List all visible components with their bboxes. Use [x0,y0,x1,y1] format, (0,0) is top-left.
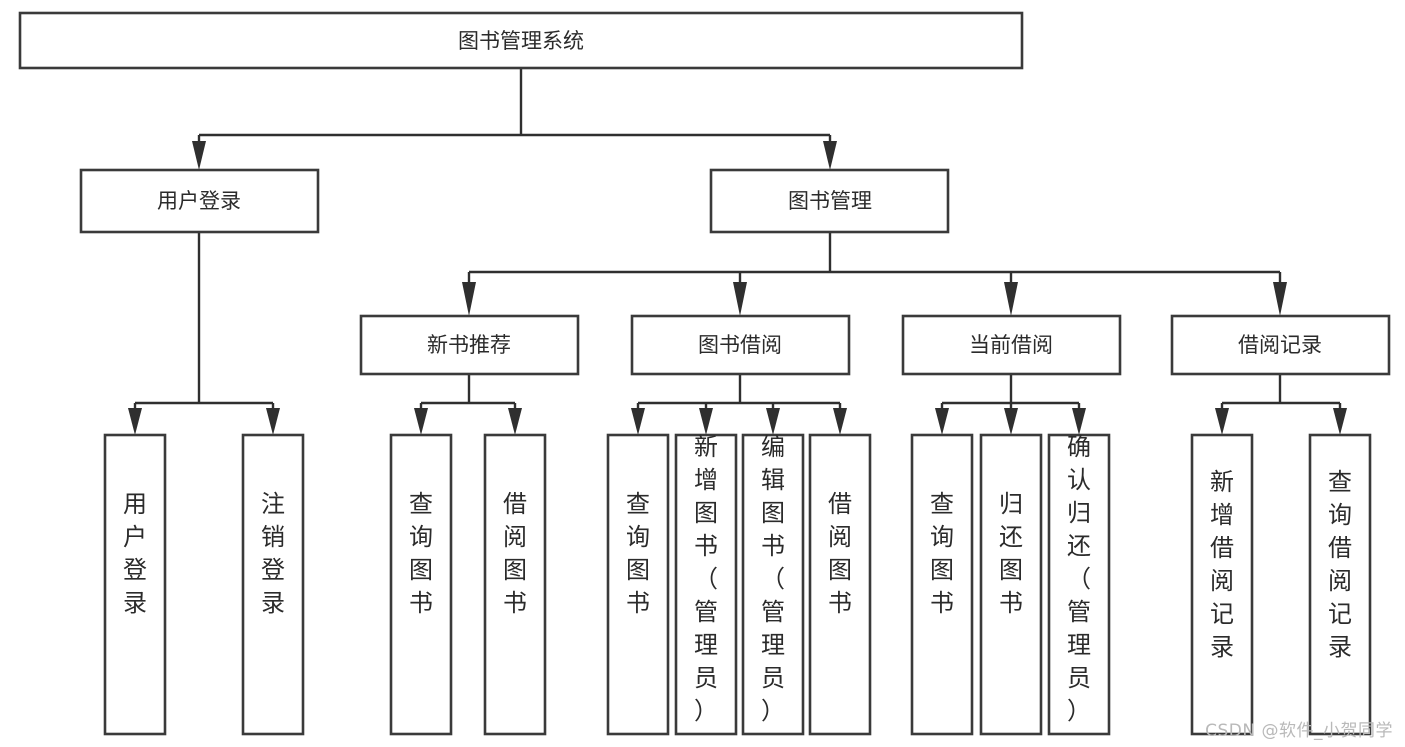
leaf-label: 查询图书 [626,490,650,617]
arrow-bb-l1 [631,408,645,435]
arrow-user-login-l2 [266,408,280,435]
leaf-label: 注销登录 [261,490,285,617]
arrow-br-l1 [1215,408,1229,435]
arrow-user-login-l1 [128,408,142,435]
leaf-label: 新增借阅记录 [1210,468,1234,661]
leaf-label: 用户登录 [123,490,147,617]
leaf-node-cb-query-book[interactable]: 查询图书 [910,433,974,736]
leaf-box[interactable] [241,433,305,736]
leaf-node-cb-confirm-return-admin[interactable]: 确认归还（管理员） [1047,433,1111,736]
current-borrow-box[interactable] [901,314,1122,376]
arrow-bm-to-new-book [462,282,476,316]
arrow-bm-to-current-borrow [1004,282,1018,316]
arrow-cb-l1 [935,408,949,435]
node-root-system[interactable]: 图书管理系统 [18,11,1024,70]
leaf-label: 查询图书 [930,490,954,617]
leaf-node-user-logout[interactable]: 注销登录 [241,433,305,736]
root-label: 图书管理系统 [458,29,584,53]
leaf-node-user-login-login[interactable]: 用户登录 [103,433,167,736]
user-login-box[interactable] [79,168,320,234]
book-management-label: 图书管理 [788,189,872,213]
arrow-bb-l3 [766,408,780,435]
arrow-br-l2 [1333,408,1347,435]
leaf-box[interactable] [1308,433,1372,736]
node-new-book-recommend[interactable]: 新书推荐 [359,314,580,376]
leaf-label: 借阅图书 [503,490,527,617]
node-book-management[interactable]: 图书管理 [709,168,950,234]
leaf-box[interactable] [910,433,974,736]
leaf-box[interactable] [389,433,453,736]
new-book-recommend-box[interactable] [359,314,580,376]
arrow-bm-to-borrow-record [1273,282,1287,316]
leaf-node-nb-query-book[interactable]: 查询图书 [389,433,453,736]
leaf-box[interactable] [103,433,167,736]
leaf-box[interactable] [606,433,670,736]
arrow-nb-l2 [508,408,522,435]
leaf-node-bb-borrow-book[interactable]: 借阅图书 [808,433,872,736]
node-current-borrow[interactable]: 当前借阅 [901,314,1122,376]
arrow-root-to-book-mgmt [823,141,837,170]
leaf-box[interactable] [674,433,738,736]
leaf-label: 查询借阅记录 [1328,468,1352,661]
borrow-record-box[interactable] [1170,314,1391,376]
leaf-box[interactable] [1047,433,1111,736]
leaf-node-bb-add-book-admin[interactable]: 新增图书（管理员） [674,433,738,736]
node-book-borrow[interactable]: 图书借阅 [630,314,851,376]
leaf-node-nb-borrow-book[interactable]: 借阅图书 [483,433,547,736]
arrow-bm-to-book-borrow [733,282,747,316]
leaf-node-br-query-record[interactable]: 查询借阅记录 [1308,433,1372,736]
node-borrow-record[interactable]: 借阅记录 [1170,314,1391,376]
leaf-box[interactable] [741,433,805,736]
current-borrow-label: 当前借阅 [969,333,1053,357]
leaf-label: 借阅图书 [828,490,852,617]
book-borrow-box[interactable] [630,314,851,376]
book-management-box[interactable] [709,168,950,234]
book-borrow-label: 图书借阅 [698,333,782,357]
edges-layer [128,68,1347,435]
leaf-node-cb-return-book[interactable]: 归还图书 [979,433,1043,736]
leaf-label: 确认归还（管理员） [1067,433,1091,725]
root-box[interactable] [18,11,1024,70]
leaf-box[interactable] [483,433,547,736]
leaf-node-bb-query-book[interactable]: 查询图书 [606,433,670,736]
leaf-label: 查询图书 [409,490,433,617]
user-login-label: 用户登录 [157,189,241,213]
leaf-box[interactable] [808,433,872,736]
leaf-label: 编辑图书（管理员） [761,433,785,725]
arrow-nb-l1 [414,408,428,435]
leaf-label: 新增图书（管理员） [694,433,718,725]
leaf-node-bb-edit-book-admin[interactable]: 编辑图书（管理员） [741,433,805,736]
borrow-record-label: 借阅记录 [1238,333,1322,357]
arrow-bb-l4 [833,408,847,435]
leaf-box[interactable] [1190,433,1254,736]
arrow-bb-l2 [699,408,713,435]
node-user-login[interactable]: 用户登录 [79,168,320,234]
csdn-watermark: CSDN @软件_小贺同学 [1205,721,1393,741]
arrow-root-to-user-login [192,141,206,170]
leaf-node-br-add-record[interactable]: 新增借阅记录 [1190,433,1254,736]
leaf-box[interactable] [979,433,1043,736]
arrow-cb-l3 [1072,408,1086,435]
new-book-recommend-label: 新书推荐 [427,333,511,357]
arrow-cb-l2 [1004,408,1018,435]
leaf-label: 归还图书 [999,490,1023,617]
